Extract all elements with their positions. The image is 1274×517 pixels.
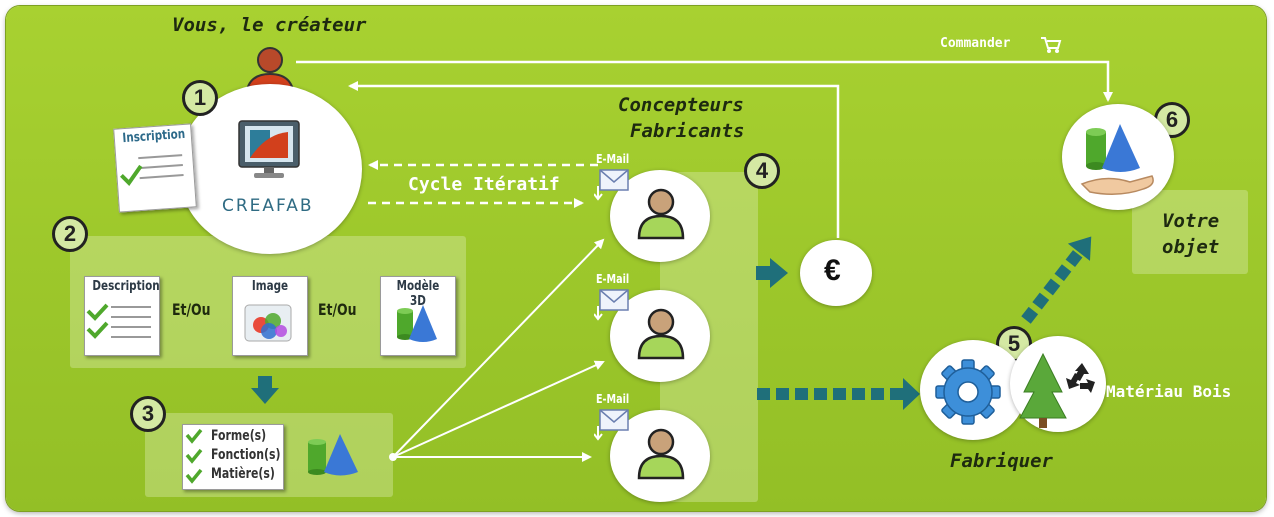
designer-user-icon-2 xyxy=(637,308,685,360)
checkmarks xyxy=(185,428,203,484)
object-arrow xyxy=(1021,236,1092,324)
fan-line-1 xyxy=(392,238,605,458)
down-arrow-2 xyxy=(251,376,279,404)
manufacture-label: Fabriquer xyxy=(950,450,1053,472)
email-icon-3 xyxy=(594,409,629,441)
step-1-marker: 1 xyxy=(182,80,218,116)
designer-user-icon-1 xyxy=(637,188,685,240)
payment-circle xyxy=(800,240,872,306)
tree-icon xyxy=(1019,352,1067,428)
designer-user-icon-3 xyxy=(637,428,685,480)
shapes-icon xyxy=(397,305,437,342)
euro-arrow xyxy=(756,258,788,288)
check-item-2: Fonction(s) xyxy=(211,447,281,463)
payment-return-arrow xyxy=(348,81,840,238)
shapes-icon-step3 xyxy=(308,434,358,476)
fan-line-2 xyxy=(392,360,605,458)
description-lines xyxy=(86,303,151,339)
email-label-1: E-Mail xyxy=(596,152,630,166)
step-6-marker: 6 xyxy=(1154,102,1190,138)
email-icon-2 xyxy=(594,289,629,321)
object-icon xyxy=(1080,124,1154,195)
check-item-3: Matière(s) xyxy=(211,466,275,482)
recycle-icon xyxy=(1066,363,1095,393)
description-doc-title: Description xyxy=(92,279,160,294)
cart-icon xyxy=(1041,37,1062,53)
email-label-2: E-Mail xyxy=(596,272,630,286)
check-item-1: Forme(s) xyxy=(211,428,267,444)
designers-label-line1: Concepteurs xyxy=(618,94,744,116)
gear-icon xyxy=(935,359,1001,425)
registration-doc: Inscription xyxy=(113,123,197,213)
object-label-line1: Votre xyxy=(1162,210,1220,232)
creator-label: Vous, le créateur xyxy=(172,14,367,36)
model3d-doc: Modèle 3D xyxy=(380,276,456,356)
registration-lines xyxy=(120,154,184,186)
email-label-3: E-Mail xyxy=(596,392,630,406)
designers-label-line2: Fabricants xyxy=(630,120,745,142)
euro-symbol: € xyxy=(824,254,841,287)
model3d-doc-title: Modèle 3D xyxy=(396,279,440,309)
step-2-marker: 2 xyxy=(52,216,88,252)
monitor-icon xyxy=(238,120,300,178)
object-label-line2: objet xyxy=(1162,236,1220,258)
image-doc: Image xyxy=(232,276,308,356)
order-arrow xyxy=(296,60,1113,102)
creafab-logo: CREAFAB xyxy=(222,196,314,216)
step-4-marker: 4 xyxy=(744,153,780,189)
image-palette-icon xyxy=(244,304,292,342)
iterative-cycle-label: Cycle Itératif xyxy=(408,174,560,195)
image-doc-title: Image xyxy=(251,279,289,294)
object-box xyxy=(1132,190,1248,274)
requirements-list: Forme(s) Fonction(s) Matière(s) xyxy=(182,424,284,490)
email-icon-1 xyxy=(594,169,629,201)
and-or-2: Et/Ou xyxy=(318,300,357,319)
order-label: Commander xyxy=(940,36,1011,51)
manufacture-arrow xyxy=(757,378,920,410)
and-or-1: Et/Ou xyxy=(172,300,211,319)
description-doc: Description xyxy=(84,276,160,356)
step-3-marker: 3 xyxy=(130,396,166,432)
material-label: Matériau Bois xyxy=(1106,382,1232,401)
